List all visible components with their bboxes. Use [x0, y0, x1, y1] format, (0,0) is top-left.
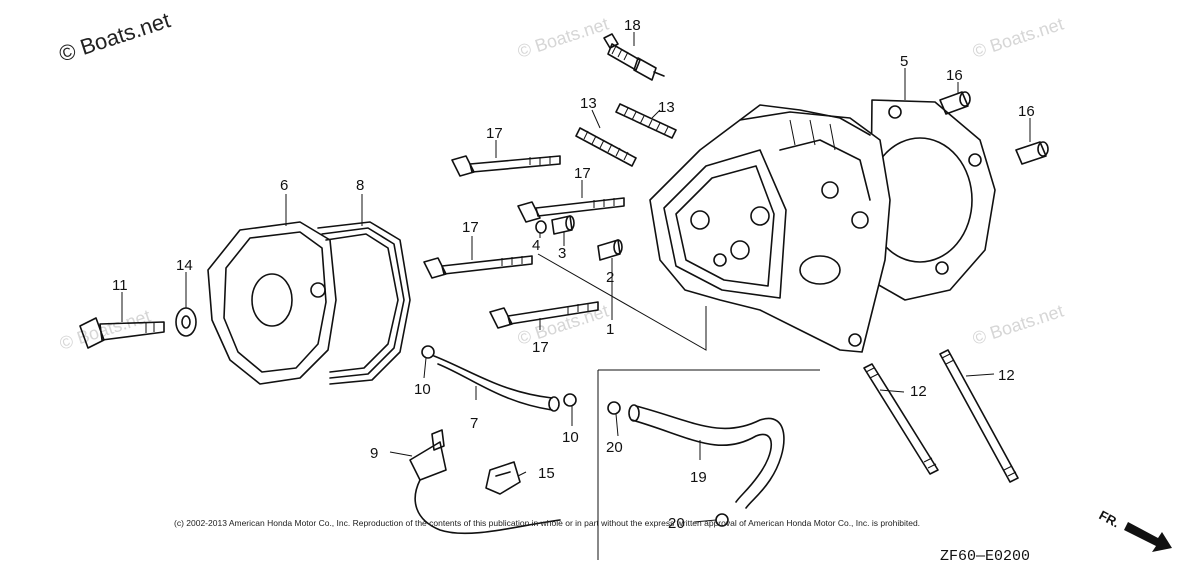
part-breather-tube: [433, 355, 560, 412]
part-hose-clips: [607, 401, 729, 527]
part-cover-gasket: [317, 221, 411, 385]
part-cover-bolt: [79, 317, 165, 349]
callout-7: 7: [470, 415, 478, 432]
callout-14: 14: [176, 257, 193, 274]
callout-6: 6: [280, 177, 288, 194]
callout-16-right: 16: [1018, 103, 1035, 120]
callout-20-top: 20: [606, 439, 623, 456]
subassembly-frame: [537, 253, 820, 560]
watermark-right: © Boats.net: [970, 301, 1066, 349]
callout-15: 15: [538, 465, 555, 482]
callout-20-bottom: 20: [668, 515, 685, 532]
callout-17-middle: 17: [462, 219, 479, 236]
part-stud-bolts-13: [575, 103, 677, 167]
diagram-code: ZF60—E0200: [940, 548, 1030, 565]
watermark-left: © Boats.net: [57, 306, 153, 354]
callout-12-right: 12: [998, 367, 1015, 384]
callout-8: 8: [356, 177, 364, 194]
callout-5: 5: [900, 53, 908, 70]
front-arrow-icon: [1124, 522, 1172, 552]
part-cylinder-head: [649, 104, 891, 353]
callout-10-right: 10: [562, 429, 579, 446]
watermark-top-right: © Boats.net: [970, 14, 1066, 62]
part-clamp: [485, 461, 521, 495]
callout-17-upper: 17: [574, 165, 591, 182]
callout-2: 2: [606, 269, 614, 286]
callout-13-right: 13: [658, 99, 675, 116]
callout-19: 19: [690, 469, 707, 486]
callout-9: 9: [370, 445, 378, 462]
callout-18: 18: [624, 17, 641, 34]
front-label: FR.: [1097, 507, 1123, 530]
callout-17-bottom: 17: [532, 339, 549, 356]
callout-4: 4: [532, 237, 540, 254]
callout-3: 3: [558, 245, 566, 262]
part-hose: [628, 404, 785, 509]
part-head-cover: [207, 221, 337, 385]
part-flange-bolts-17: [423, 155, 625, 329]
callout-1: 1: [606, 321, 614, 338]
part-breather-pipe: [409, 429, 561, 535]
callout-16-left: 16: [946, 67, 963, 84]
part-dowel-pins: [535, 215, 623, 261]
copyright-notice: (c) 2002-2013 American Honda Motor Co., …: [174, 518, 920, 528]
callout-17-top: 17: [486, 125, 503, 142]
callout-12-left: 12: [910, 383, 927, 400]
part-studs-12: [863, 349, 1019, 483]
part-washer: [175, 307, 197, 337]
callout-11: 11: [112, 277, 128, 294]
front-direction-indicator: FR.: [1097, 507, 1172, 552]
callout-13-left: 13: [580, 95, 597, 112]
leader-lines: [121, 32, 1031, 523]
part-tube-clips: [421, 345, 577, 407]
watermark-main: © Boats.net: [56, 7, 173, 66]
callout-10-left: 10: [414, 381, 431, 398]
part-spark-plug: [603, 33, 665, 81]
watermark-top-center: © Boats.net: [515, 14, 611, 62]
callout-numbers: 18 13 13 5 16 16 17 17 17 17 4 3 2 1 6 8…: [112, 17, 1035, 532]
